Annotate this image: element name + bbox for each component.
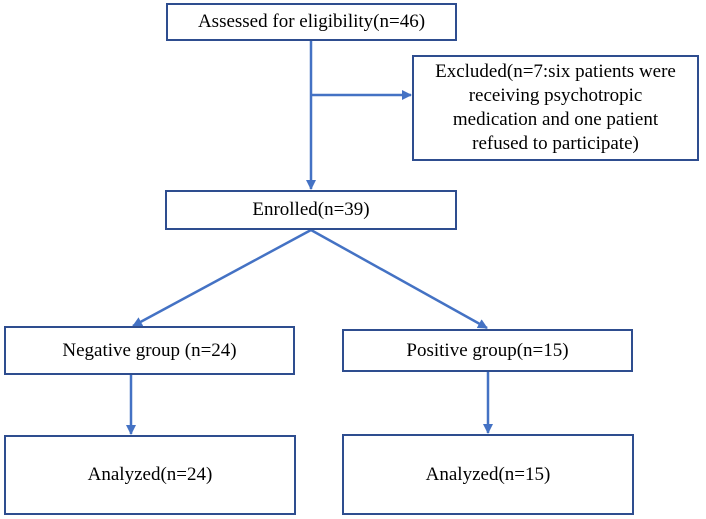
enrolled-label: Enrolled(n=39) <box>252 199 370 220</box>
assessed-box: Assessed for eligibility(n=46) <box>166 3 457 41</box>
positive-group-label: Positive group(n=15) <box>406 339 569 361</box>
arrow-enrolled-to-positive <box>310 228 488 330</box>
positive-group-box: Positive group(n=15) <box>342 329 633 372</box>
analyzed-positive-label: Analyzed(n=15) <box>425 463 551 485</box>
assessed-label: Assessed for eligibility(n=46) <box>197 11 426 32</box>
excluded-line-3: medication and one patient <box>452 109 659 130</box>
excluded-line-2: receiving psychotropic <box>468 85 643 106</box>
enrolled-box: Enrolled(n=39) <box>165 190 457 230</box>
negative-group-box: Negative group (n=24) <box>4 326 295 375</box>
excluded-box: Excluded(n=7:six patients were receiving… <box>412 55 699 161</box>
analyzed-negative-label: Analyzed(n=24) <box>87 464 213 485</box>
analyzed-negative-box: Analyzed(n=24) <box>4 435 296 515</box>
excluded-line-1: Excluded(n=7:six patients were <box>435 61 676 82</box>
analyzed-positive-box: Analyzed(n=15) <box>342 434 634 515</box>
excluded-line-4: refused to participate) <box>472 133 639 154</box>
arrow-enrolled-to-negative <box>132 228 312 328</box>
negative-group-label: Negative group (n=24) <box>62 339 237 361</box>
